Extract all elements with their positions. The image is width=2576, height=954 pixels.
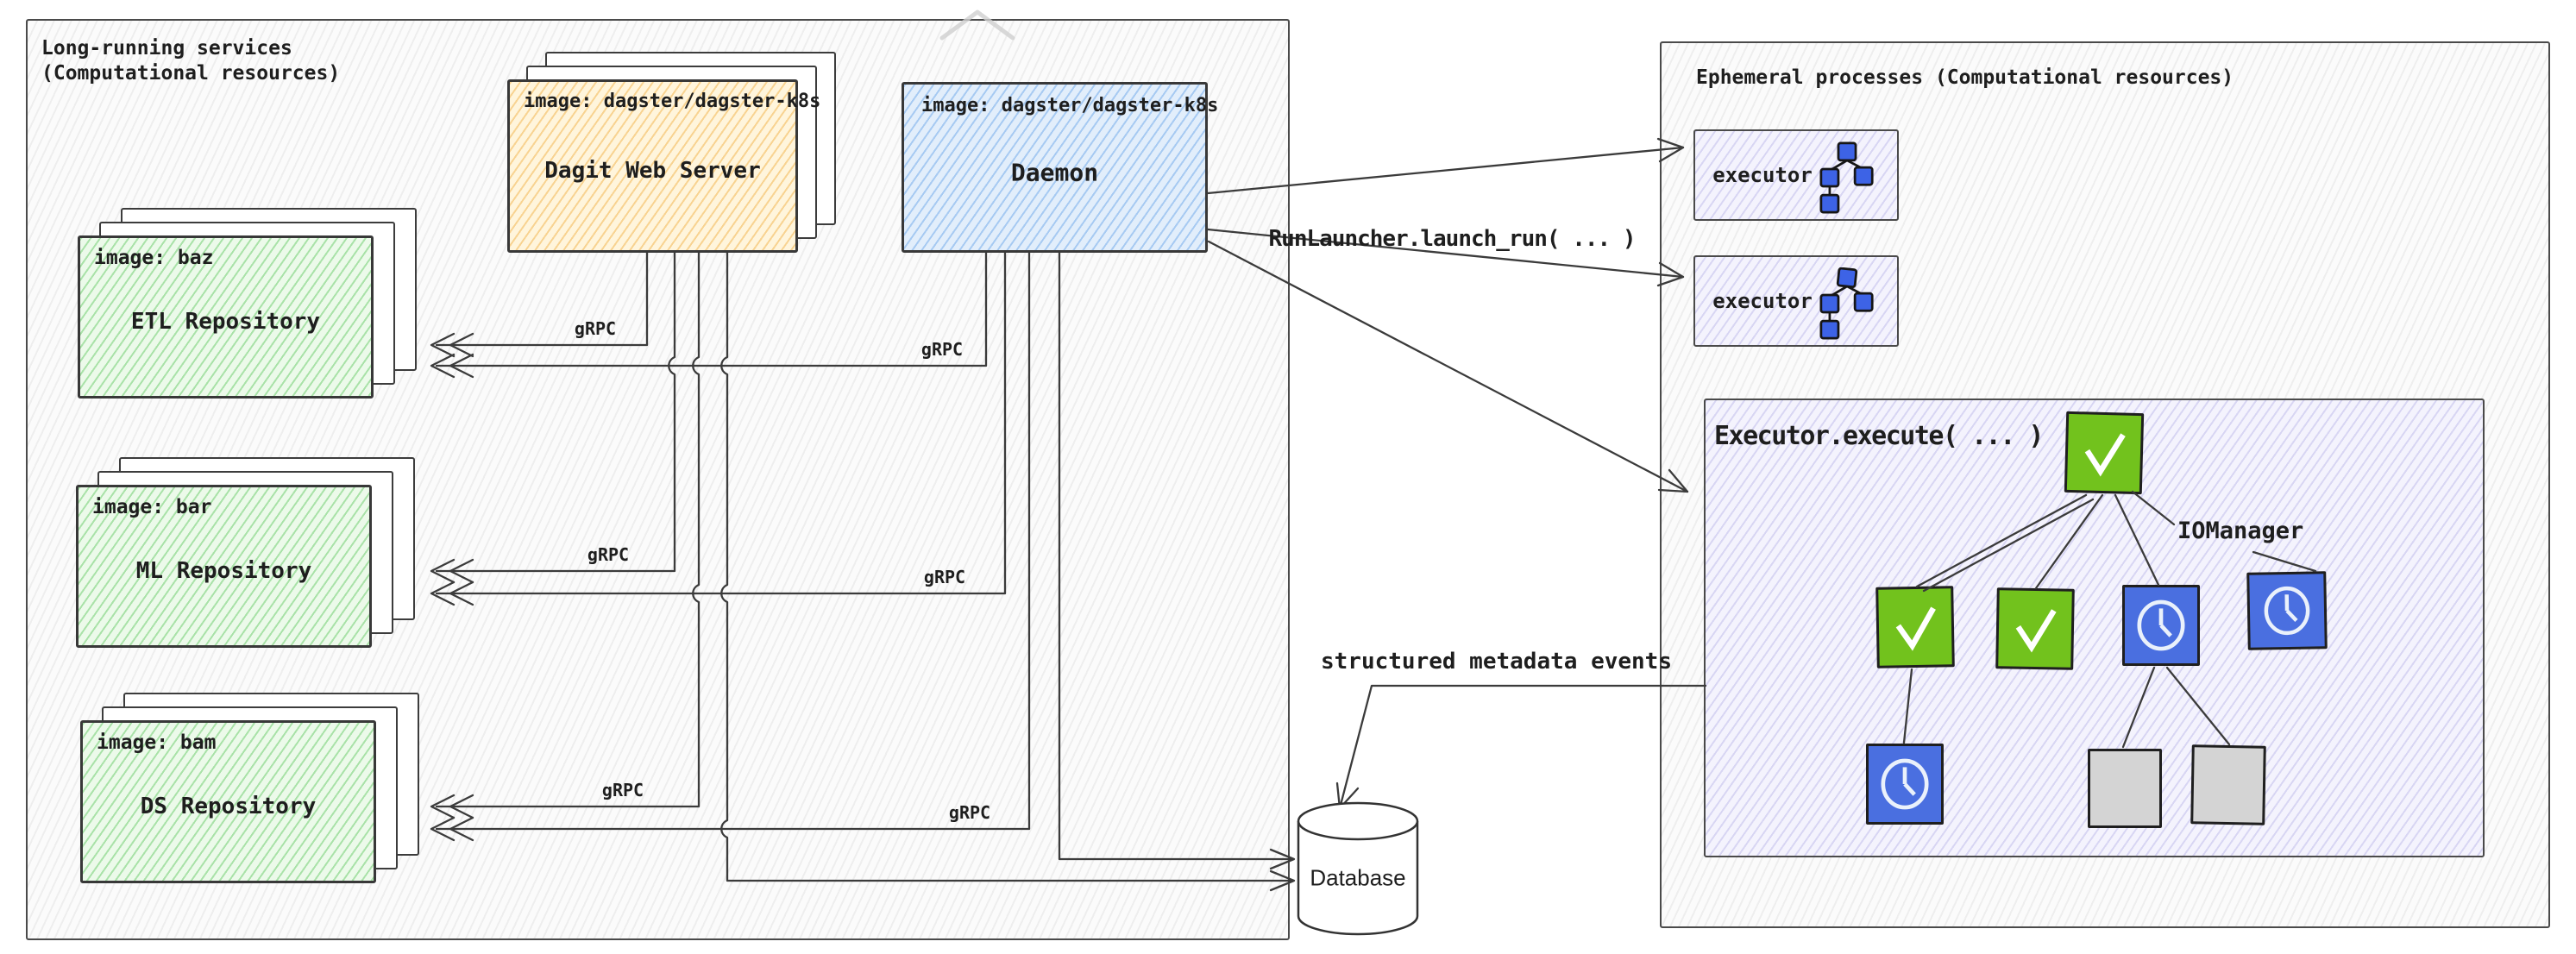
executor-label: executor <box>1712 289 1813 313</box>
dagit-image-label: image: dagster/dagster-k8s <box>524 91 821 112</box>
daemon-name: Daemon <box>1010 158 1099 187</box>
step-success <box>2064 411 2145 495</box>
dagit-name: Dagit Web Server <box>544 158 761 185</box>
step-pending <box>2122 585 2200 666</box>
ml-image-label: image: bar <box>92 496 212 518</box>
ml-name: ML Repository <box>135 557 312 584</box>
etl-name: ETL Repository <box>130 308 321 335</box>
grpc-label-dagit-ml: gRPC <box>587 544 630 565</box>
step-pending <box>1866 744 1944 825</box>
etl-image-label: image: baz <box>94 247 214 269</box>
executor-box-1: executor <box>1693 129 1899 221</box>
executor-box-2: executor <box>1693 255 1899 347</box>
etl-repository-box: image: baz ETL Repository <box>78 235 374 399</box>
dag-icon <box>1814 141 1880 217</box>
grpc-label-daemon-etl: gRPC <box>920 339 964 360</box>
executor-label: executor <box>1712 163 1813 187</box>
run-launcher-label: RunLauncher.launch_run( ... ) <box>1268 226 1637 252</box>
grpc-label-dagit-etl: gRPC <box>574 318 617 339</box>
daemon-image-label: image: dagster/dagster-k8s <box>921 95 1219 116</box>
left-panel-title: Long-running services (Computational res… <box>41 37 341 85</box>
grpc-label-daemon-ml: gRPC <box>923 567 966 587</box>
grpc-label-dagit-ds: gRPC <box>601 780 644 800</box>
grpc-label-daemon-ds: gRPC <box>948 802 991 823</box>
iomanager-label: IOManager <box>2177 518 2304 544</box>
dag-icon <box>1814 267 1880 343</box>
step-success <box>1875 586 1955 668</box>
dagit-web-server-box: image: dagster/dagster-k8s Dagit Web Ser… <box>507 79 820 253</box>
metadata-events-label: structured metadata events <box>1321 649 1672 675</box>
right-panel-title: Ephemeral processes (Computational resou… <box>1696 66 2234 89</box>
step-skipped <box>2190 744 2266 825</box>
database-label: Database <box>1310 864 1406 891</box>
ds-image-label: image: bam <box>97 731 217 754</box>
executor-execute-title: Executor.execute( ... ) <box>1714 421 2044 451</box>
step-skipped <box>2088 749 2162 828</box>
step-pending <box>2246 571 2328 650</box>
ds-name: DS Repository <box>140 793 317 819</box>
ds-repository-box: image: bam DS Repository <box>80 720 376 883</box>
daemon-box: image: dagster/dagster-k8s Daemon <box>902 82 1218 253</box>
ml-repository-box: image: bar ML Repository <box>76 485 372 648</box>
step-success <box>1995 587 2075 670</box>
